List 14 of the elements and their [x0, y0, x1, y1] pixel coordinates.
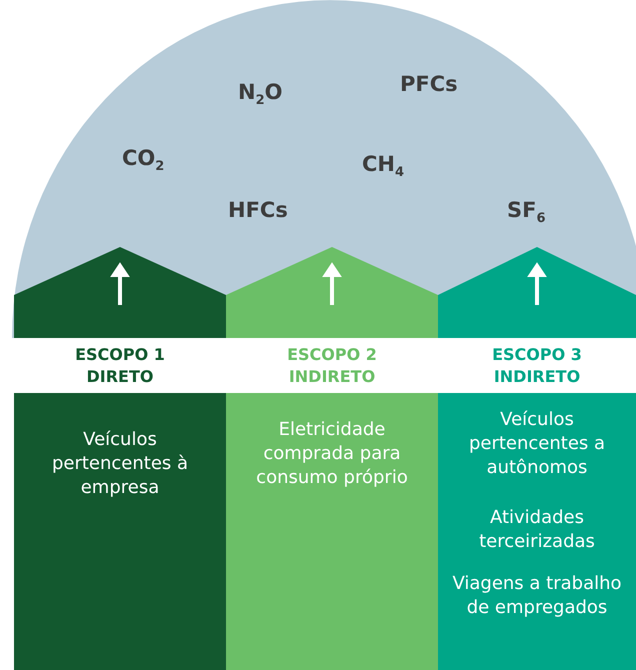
gas-formula: PFCs [400, 72, 458, 96]
emission-source-text: Atividades terceirizadas [478, 506, 596, 554]
gas-formula: SF$_{6}$ [507, 198, 546, 226]
emission-source-text: Viagens a trabalho de empregados [452, 572, 622, 620]
emission-source-text: Veículos pertencentes a autônomos [468, 408, 606, 480]
emission-source-text: Eletricidade comprada para consumo próprio [255, 418, 409, 490]
gas-formula: CH$_{4}$ [362, 152, 404, 180]
emission-source-text: Veículos pertencentes à empresa [50, 428, 190, 500]
gas-formula: N$_{2}$O [238, 80, 282, 108]
gas-formula: HFCs [228, 198, 288, 222]
scope-heading: ESCOPO 2 INDIRETO [286, 344, 378, 388]
gas-formula: CO$_{2}$ [122, 146, 164, 174]
scope-heading: ESCOPO 3 INDIRETO [491, 344, 583, 388]
scope-heading: ESCOPO 1 DIRETO [74, 344, 166, 388]
